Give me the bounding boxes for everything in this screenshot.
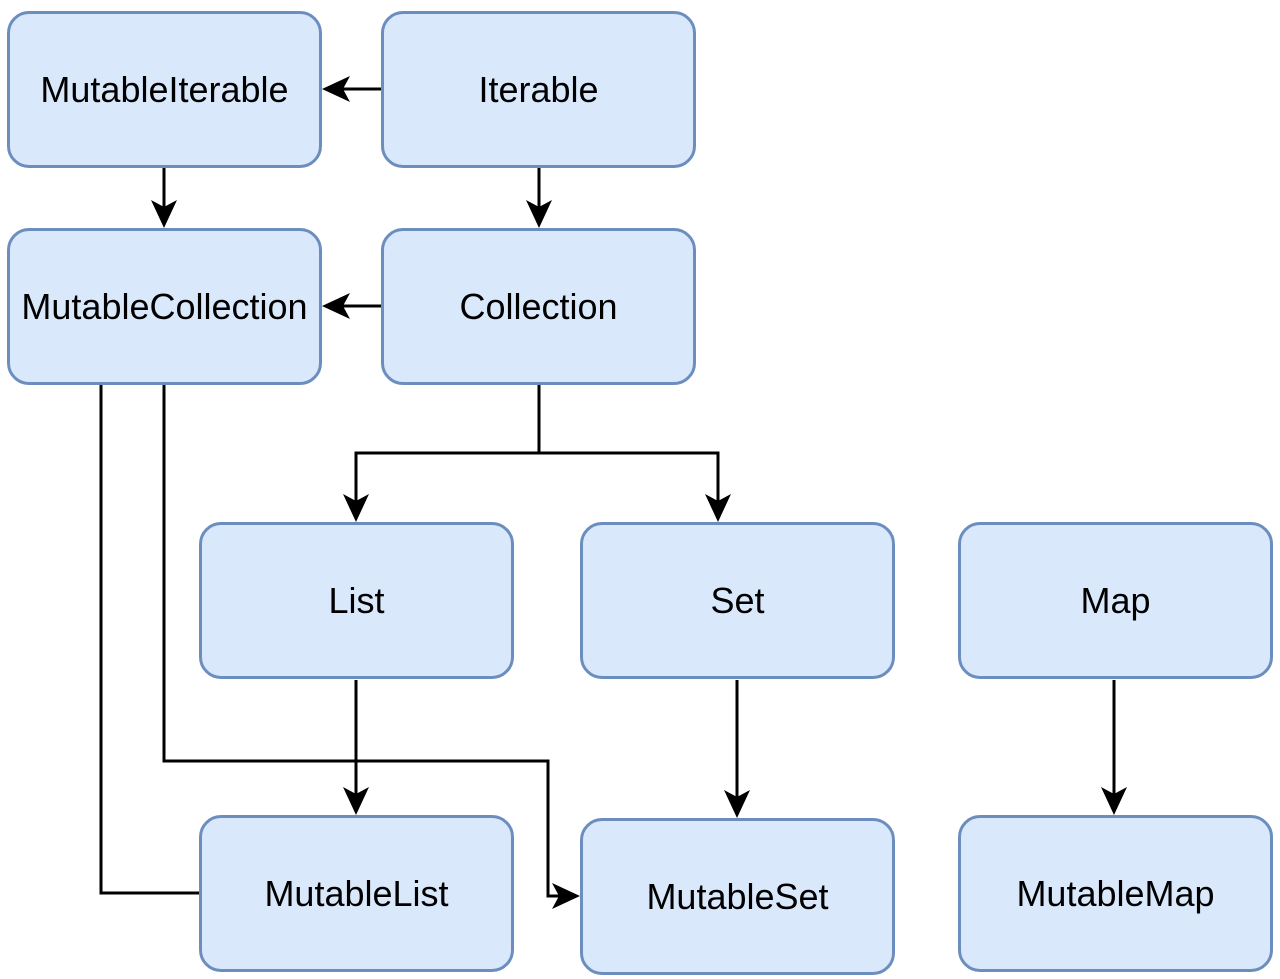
arrowhead-collection-top [526, 200, 552, 228]
node-label: Iterable [478, 68, 599, 110]
edge-collection-to-list [354, 385, 541, 510]
arrowhead-mutablelist [343, 787, 369, 815]
arrowhead-mutableiterable [322, 76, 350, 102]
arrowhead-mutableset-top [724, 790, 750, 818]
arrowhead-mutableset-left [552, 883, 580, 909]
node-label: MutableCollection [21, 285, 308, 327]
node-label: Map [1080, 579, 1151, 621]
node-mutable-iterable: MutableIterable [7, 11, 322, 168]
node-mutable-list: MutableList [199, 815, 514, 972]
arrowhead-set [705, 494, 731, 522]
node-mutable-collection: MutableCollection [7, 228, 322, 385]
node-label: MutableSet [646, 875, 829, 917]
node-mutable-map: MutableMap [958, 815, 1273, 972]
node-label: Collection [459, 285, 618, 327]
edge-mutablecollection-to-mutablelist [99, 385, 199, 895]
node-set: Set [580, 522, 895, 679]
node-label: MutableList [264, 872, 449, 914]
arrowhead-mutablecollection-right [322, 293, 350, 319]
node-map: Map [958, 522, 1273, 679]
node-collection: Collection [381, 228, 696, 385]
arrowhead-list [343, 494, 369, 522]
node-label: MutableMap [1016, 872, 1215, 914]
edge-mutablecollection-to-mutableset [162, 385, 568, 898]
node-iterable: Iterable [381, 11, 696, 168]
node-list: List [199, 522, 514, 679]
arrowhead-mutablecollection-top [151, 200, 177, 228]
node-label: List [328, 579, 385, 621]
node-mutable-set: MutableSet [580, 818, 895, 975]
node-label: MutableIterable [40, 68, 289, 110]
edge-collection-to-set [539, 451, 720, 510]
arrowhead-mutablemap [1101, 787, 1127, 815]
node-label: Set [710, 579, 765, 621]
